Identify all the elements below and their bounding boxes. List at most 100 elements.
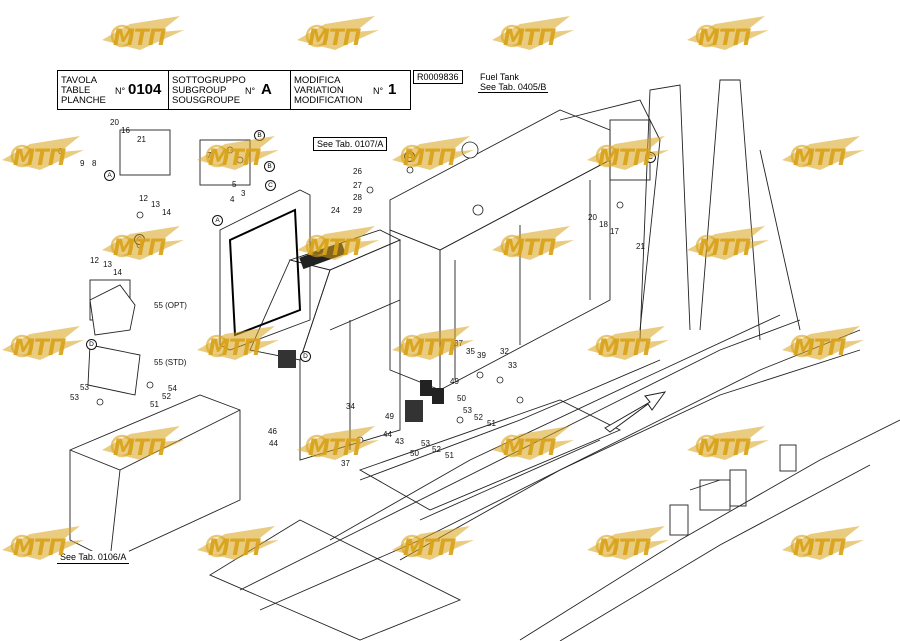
part-number-label: 52 [474,413,483,422]
part-number-label: 21 [636,242,645,251]
part-number-label: 5 [232,180,237,189]
watermark-wing-icon [197,526,279,560]
table-cell: TAVOLA TABLE PLANCHE N° 0104 [58,71,169,109]
part-number-label: 8 [92,159,97,168]
watermark-logo: МТП [585,520,671,568]
watermark-logo: МТП [780,320,866,368]
watermark-text: МТП [13,336,66,361]
subgroup-label-it: SOTTOGRUPPO [172,75,246,86]
detail-callout: A [104,170,115,181]
watermark-wing-icon [587,136,669,170]
watermark-text: МТП [793,336,846,361]
fuel-tank-reference: Fuel Tank See Tab. 0405/B [478,72,549,93]
detail-callout: B [264,161,275,172]
part-number-label: 49 [385,412,394,421]
watermark-wing-icon [492,426,574,460]
fuel-tank-label: Fuel Tank [480,72,519,82]
part-number-label: 54 [168,384,177,393]
watermark-wing-icon [2,526,84,560]
watermark-logo: МТП [490,10,576,58]
part-number-label: 9 [80,159,85,168]
watermark-text: МТП [403,536,456,561]
watermark-text: МТП [698,26,751,51]
watermark-text: МТП [208,536,261,561]
watermark-wing-icon [297,16,379,50]
watermark-wing-icon [782,326,864,360]
watermark-logo: МТП [780,130,866,178]
watermark-logo: МТП [0,130,86,178]
modification-label-fr: MODIFICATION [294,95,363,106]
part-number-label: 44 [383,430,392,439]
watermark-logo: МТП [295,220,381,268]
watermark-wing-icon [687,426,769,460]
watermark-logo: МТП [490,220,576,268]
subgroup-label-fr: SOUSGROUPE [172,95,241,106]
watermark-wing-icon [492,16,574,50]
subgroup-label-en: SUBGROUP [172,85,227,96]
watermark-logo: МТП [195,320,281,368]
modification-number: 1 [388,81,397,98]
part-number-label: 26 [353,167,362,176]
watermark-logo: МТП [390,320,476,368]
watermark-wing-icon [782,526,864,560]
watermark-logo: МТП [195,520,281,568]
watermark-text: МТП [403,146,456,171]
watermark-text: МТП [13,146,66,171]
title-block: TAVOLA TABLE PLANCHE N° 0104 SOTTOGRUPPO… [57,70,411,110]
table-no-label: N° [115,86,126,96]
watermark-logo: МТП [100,420,186,468]
watermark-wing-icon [687,226,769,260]
reference-tab-0107: See Tab. 0107/A [313,137,388,151]
part-number-label: 53 [70,393,79,402]
watermark-wing-icon [2,326,84,360]
subgroup-no-label: N° [245,86,256,96]
watermark-logo: МТП [295,420,381,468]
part-number-label: 27 [353,181,362,190]
subgroup-cell: SOTTOGRUPPO SUBGROUP SOUSGROUPE N° A [169,71,291,109]
watermark-logo: МТП [780,520,866,568]
part-number-label: 13 [103,260,112,269]
part-number-label: 44 [269,439,278,448]
part-number-label: 20 [588,213,597,222]
watermark-text: МТП [308,26,361,51]
part-number-label: 35 [466,347,475,356]
table-number: 0104 [128,81,162,98]
watermark-wing-icon [2,136,84,170]
watermark-text: МТП [208,146,261,171]
watermark-logo: МТП [295,10,381,58]
watermark-wing-icon [102,16,184,50]
watermark-wing-icon [197,326,279,360]
watermark-wing-icon [492,226,574,260]
watermark-text: МТП [698,436,751,461]
watermark-text: МТП [113,236,166,261]
watermark-wing-icon [392,526,474,560]
watermark-wing-icon [297,226,379,260]
detail-callout: A [212,215,223,226]
part-number-label: 3 [241,189,246,198]
watermark-logo: МТП [390,130,476,178]
watermark-logo: МТП [195,130,281,178]
fuel-tank-tab: See Tab. 0405/B [480,82,547,92]
part-number-label: 49 [450,377,459,386]
table-label-en: TABLE [61,85,91,96]
watermark-logo: МТП [100,10,186,58]
part-number-label: 14 [113,268,122,277]
modification-label-it: MODIFICA [294,75,341,86]
part-number-label: 34 [346,402,355,411]
part-number-label: 14 [162,208,171,217]
part-number-label: 33 [508,361,517,370]
part-number-label: 13 [151,200,160,209]
part-number-label: 20 [110,118,119,127]
watermark-text: МТП [598,146,651,171]
part-number-label: 55 (OPT) [154,301,187,310]
watermark-text: МТП [308,236,361,261]
watermark-wing-icon [297,426,379,460]
part-number-label: 52 [162,392,171,401]
part-number-label: 50 [457,394,466,403]
drawing-code: R0009836 [413,70,463,84]
part-number-label: 24 [331,206,340,215]
watermark-logo: МТП [585,130,671,178]
watermark-wing-icon [782,136,864,170]
part-number-label: 53 [421,439,430,448]
